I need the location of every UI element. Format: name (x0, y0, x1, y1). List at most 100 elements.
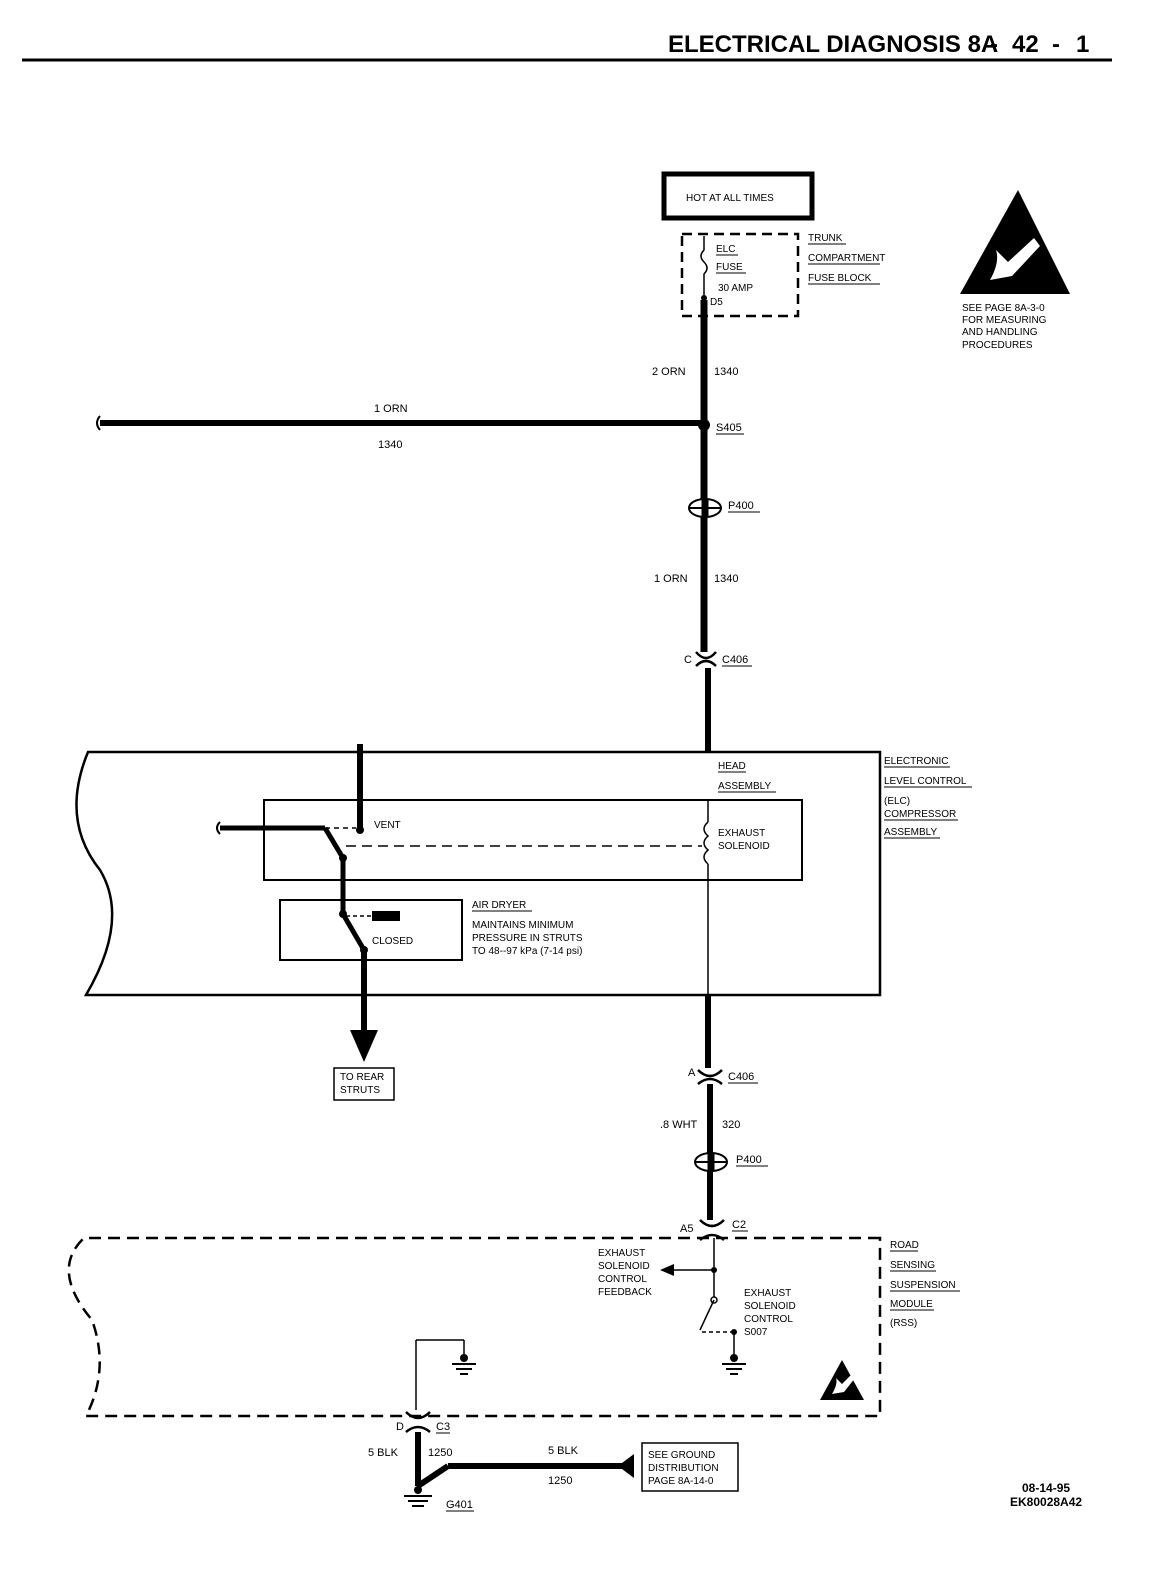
pass-through-1-label: P400 (728, 500, 754, 512)
fuse-block-name-1: TRUNK (808, 233, 843, 244)
control-4: S007 (744, 1327, 768, 1338)
c406-pin-c: C (684, 654, 692, 666)
header-sep-2: - (1052, 31, 1060, 58)
solenoid-label-2: SOLENOID (718, 841, 770, 852)
fuse-icon (700, 236, 708, 298)
pass-through-p400-lower: P400 (694, 1152, 768, 1172)
c406-label-lower: C406 (728, 1071, 754, 1083)
fuse-name-1: ELC (716, 244, 735, 255)
module-esd-icon (820, 1360, 864, 1400)
splice-label: S405 (716, 422, 742, 434)
compressor-name-2: LEVEL CONTROL (884, 776, 967, 787)
header-sep-1: - (990, 31, 998, 58)
compressor-name-3: (ELC) (884, 796, 910, 807)
rear-struts-1: TO REAR (340, 1072, 384, 1083)
hot-label: HOT AT ALL TIMES (686, 193, 774, 204)
vent-label: VENT (374, 820, 401, 831)
branch-circuit: 1340 (378, 439, 402, 451)
branch-gauge: 1 ORN (374, 403, 408, 415)
feedback-4: FEEDBACK (598, 1287, 652, 1298)
pass-through-p400-upper: P400 (688, 498, 760, 518)
to-rear-struts-box: TO REAR STRUTS (333, 1067, 395, 1101)
module-name-5: (RSS) (890, 1318, 917, 1329)
compressor-name-4: COMPRESSOR (884, 809, 956, 820)
ground-ref-2: DISTRIBUTION (648, 1463, 719, 1474)
solenoid-control-wire: A C406 .8 WHT 320 (660, 995, 758, 1220)
main-feed-wire: 2 ORN 1340 (652, 300, 738, 752)
header-section: 42 (1012, 31, 1039, 58)
wire-1-gauge: 2 ORN (652, 366, 686, 378)
compressor-assembly: HEAD ASSEMBLY ELECTRONIC LEVEL CONTROL (… (75, 744, 972, 1062)
module-internal-ground-icon (452, 1354, 476, 1375)
control-2: SOLENOID (744, 1301, 796, 1312)
control-3: CONTROL (744, 1314, 793, 1325)
esd-line-4: PROCEDURES (962, 340, 1033, 351)
wire-3-gauge: .8 WHT (660, 1119, 698, 1131)
branch-wire: 1 ORN 1340 (96, 403, 704, 451)
down-arrow-icon (350, 1030, 378, 1062)
compressor-name-5: ASSEMBLY (884, 827, 937, 838)
ground-g401: G401 (446, 1499, 473, 1511)
dryer-title: AIR DRYER (472, 900, 526, 911)
gnd2-circuit: 1250 (548, 1475, 572, 1487)
esd-warning: SEE PAGE 8A-3-0 FOR MEASURING AND HANDLI… (960, 190, 1070, 351)
pass-through-2-label: P400 (736, 1154, 762, 1166)
feedback-3: CONTROL (598, 1274, 647, 1285)
arrow-left-icon (660, 1264, 674, 1276)
module-name-3: SUSPENSION (890, 1280, 956, 1291)
fuse-block-name-3: FUSE BLOCK (808, 273, 872, 284)
dryer-line-1: MAINTAINS MINIMUM (472, 920, 573, 931)
gnd2-gauge: 5 BLK (548, 1445, 579, 1457)
wire-2-gauge: 1 ORN (654, 573, 688, 585)
solenoid-label-1: EXHAUST (718, 828, 765, 839)
fuse-rating: 30 AMP (718, 283, 753, 294)
page-header: ELECTRICAL DIAGNOSIS 8A - 42 - 1 (22, 31, 1112, 62)
ground-ref-3: PAGE 8A-14-0 (648, 1476, 714, 1487)
module-name-2: SENSING (890, 1260, 935, 1271)
c3-label: C3 (436, 1421, 450, 1433)
wire-2-circuit: 1340 (714, 573, 738, 585)
c406-pin-a: A (688, 1067, 696, 1079)
rss-module: ROAD SENSING SUSPENSION MODULE (RSS) EXH… (67, 1236, 960, 1418)
footer-code-id: EK80028A42 (1010, 1495, 1082, 1509)
dryer-line-3: TO 48--97 kPa (7-14 psi) (472, 946, 582, 957)
c2-label: C2 (732, 1219, 746, 1231)
switch-icon (699, 1299, 715, 1331)
ground-distribution-ref: SEE GROUND DISTRIBUTION PAGE 8A-14-0 (641, 1442, 739, 1492)
closed-label: CLOSED (372, 936, 413, 947)
rear-struts-2: STRUTS (340, 1085, 380, 1096)
esd-line-1: SEE PAGE 8A-3-0 (962, 303, 1045, 314)
connector-c406-pin-c: C C406 (684, 651, 752, 667)
ground-ref-arrow-icon (618, 1454, 634, 1478)
control-1: EXHAUST (744, 1288, 791, 1299)
gnd-gauge: 5 BLK (368, 1447, 399, 1459)
gnd-circuit: 1250 (428, 1447, 452, 1459)
head-assembly-2: ASSEMBLY (718, 781, 771, 792)
wire-3-circuit: 320 (722, 1119, 740, 1131)
footer-code: 08-14-95 EK80028A42 (1010, 1481, 1082, 1509)
wire-1-circuit: 1340 (714, 366, 738, 378)
c406-label-upper: C406 (722, 654, 748, 666)
fuse-name-2: FUSE (716, 262, 743, 273)
esd-warning-icon (960, 190, 1070, 294)
fuse-block: ELC FUSE 30 AMP D5 TRUNK COMPARTMENT FUS… (680, 232, 885, 318)
dryer-line-2: PRESSURE IN STRUTS (472, 933, 583, 944)
header-page-number: 1 (1076, 31, 1089, 58)
esd-line-2: FOR MEASURING (962, 315, 1047, 326)
compressor-name-1: ELECTRONIC (884, 756, 948, 767)
g401-ground-icon (404, 1486, 432, 1507)
head-assembly-1: HEAD (718, 761, 746, 772)
feedback-1: EXHAUST (598, 1248, 645, 1259)
feedback-2: SOLENOID (598, 1261, 650, 1272)
hot-at-all-times-box: HOT AT ALL TIMES (661, 171, 815, 221)
connector-c2: A5 C2 (680, 1219, 748, 1241)
esd-line-3: AND HANDLING (962, 327, 1038, 338)
c3-pin: D (396, 1421, 404, 1433)
header-title: ELECTRICAL DIAGNOSIS 8A (668, 31, 998, 58)
footer-date: 08-14-95 (1022, 1481, 1070, 1495)
module-name-1: ROAD (890, 1240, 919, 1251)
fuse-pin: D5 (710, 297, 723, 308)
module-ground-icon (722, 1354, 746, 1375)
c2-pin: A5 (680, 1223, 693, 1235)
